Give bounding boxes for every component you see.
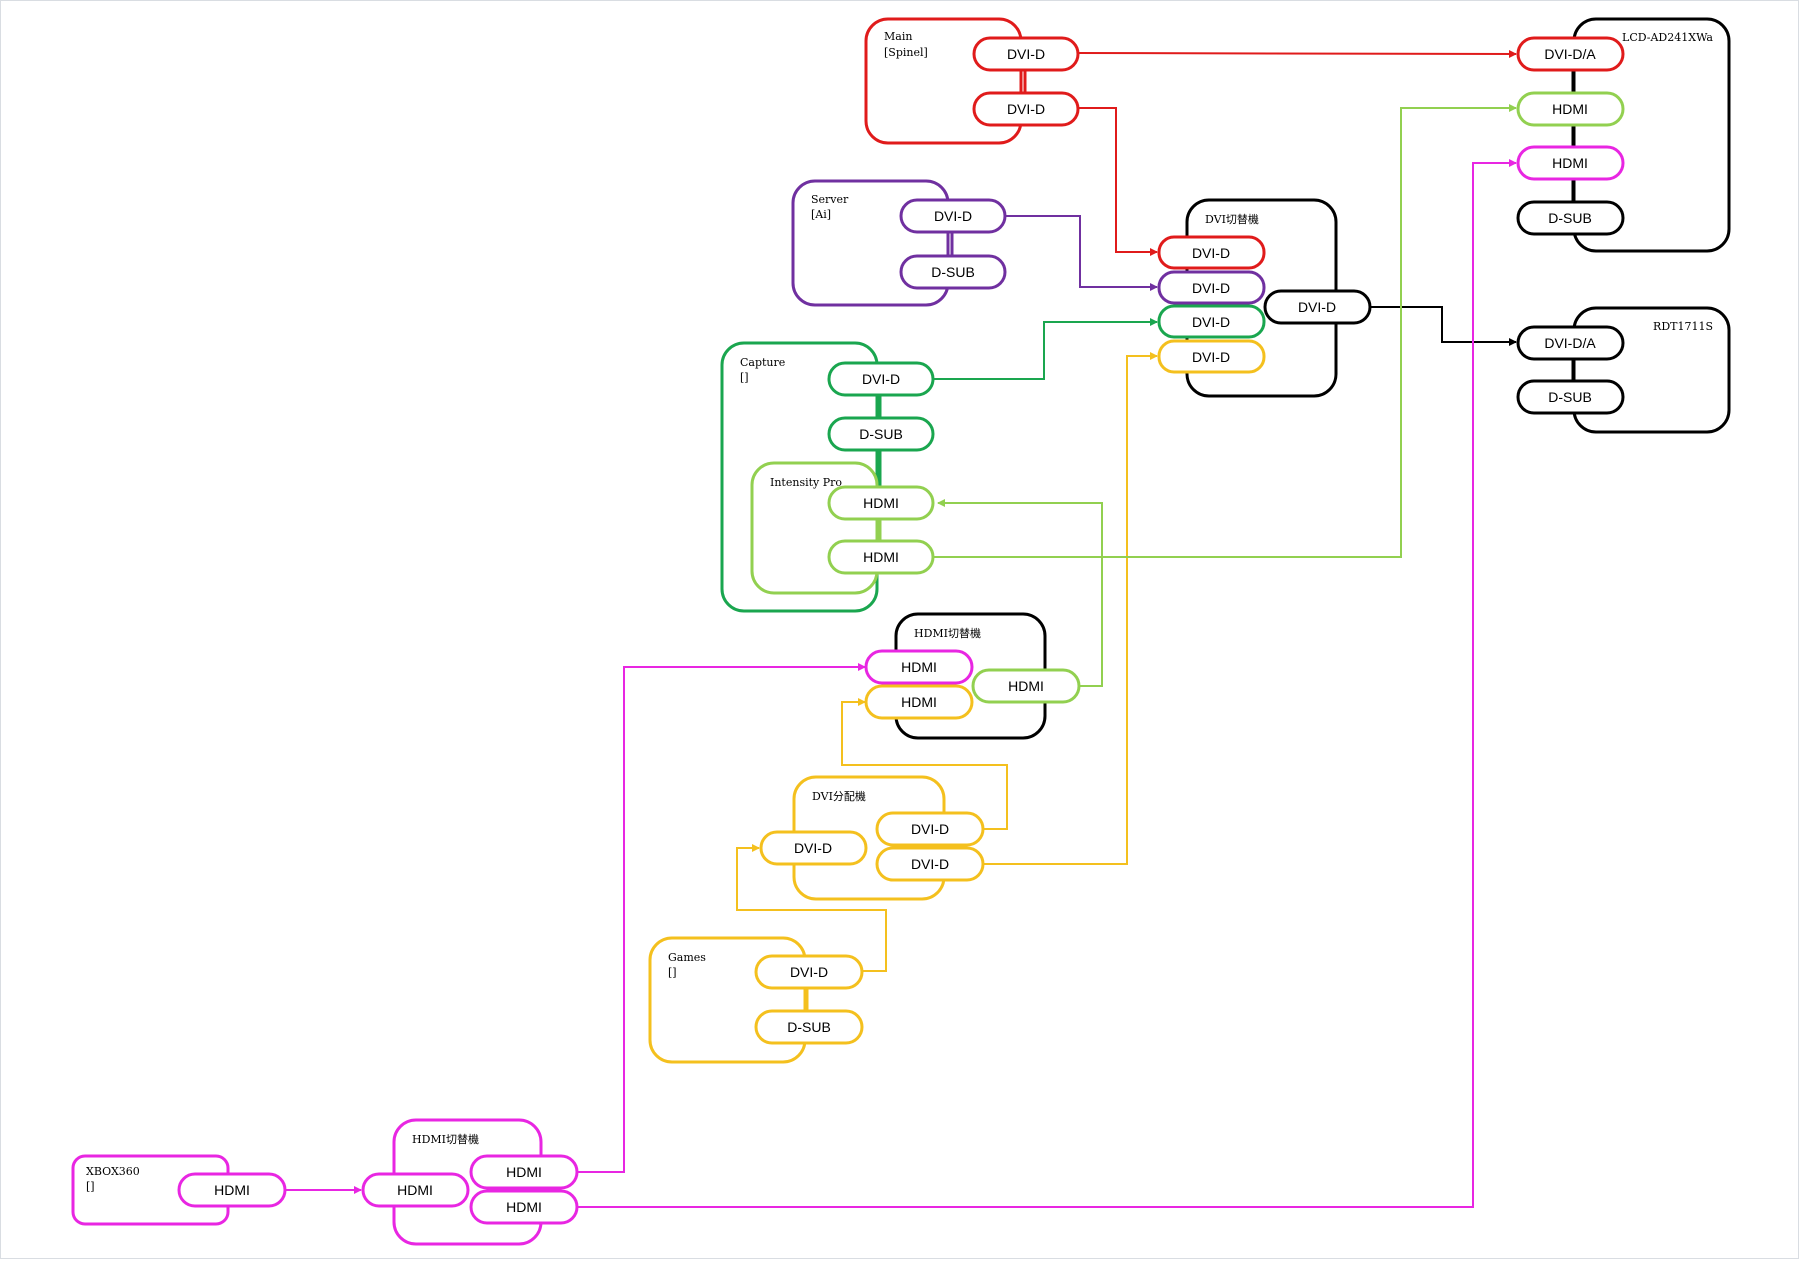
port-hdmi-switch-bottom-out-1[interactable] (469, 1154, 579, 1190)
port-dvi-switch-in-4[interactable] (1157, 339, 1266, 374)
port-lcd-dsub[interactable] (1516, 200, 1625, 236)
group-server (791, 179, 950, 307)
port-dvi-switch-out[interactable] (1263, 289, 1372, 325)
port-capture-dsub[interactable] (827, 416, 935, 452)
port-games-dvi[interactable] (754, 954, 864, 990)
wire-dvi-switch-to-rdt (1370, 306, 1517, 346)
port-label-splitter-out-1: DVI-D (911, 821, 949, 837)
port-label-hdmi-switch-bottom-out-2: HDMI (506, 1199, 542, 1215)
group-games (648, 936, 807, 1064)
port-splitter-out-1[interactable] (875, 811, 985, 847)
group-title-games: Games (668, 951, 706, 964)
port-label-games-dvi: DVI-D (790, 964, 828, 980)
port-main-dvi-2[interactable] (972, 91, 1080, 127)
port-label-dvi-switch-out: DVI-D (1298, 299, 1336, 315)
port-label-games-dsub: D-SUB (787, 1019, 831, 1035)
group-title-xbox: XBOX360 (86, 1165, 140, 1178)
port-label-xbox-hdmi: HDMI (214, 1182, 250, 1198)
port-hdmi-switch-bottom-out-2[interactable] (469, 1189, 579, 1225)
port-label-dvi-switch-in-4: DVI-D (1192, 349, 1230, 365)
port-lcd-hdmi-1[interactable] (1516, 91, 1625, 127)
port-rdt-dsub[interactable] (1516, 379, 1625, 415)
port-main-dvi-1[interactable] (972, 36, 1080, 72)
port-label-capture-dvi: DVI-D (862, 371, 900, 387)
group-title-hdmi-switch-bottom: HDMI切替機 (412, 1132, 479, 1146)
port-dvi-switch-in-2[interactable] (1157, 270, 1266, 305)
port-splitter-out-2[interactable] (875, 846, 985, 882)
port-dvi-switch-in-1[interactable] (1157, 235, 1266, 270)
port-label-hdmi-switch-top-in-2: HDMI (901, 694, 937, 710)
port-hdmi-switch-top-out[interactable] (971, 668, 1081, 704)
port-label-hdmi-switch-top-out: HDMI (1008, 678, 1044, 694)
wire-hdmi-switch-to-intensity (937, 499, 1103, 687)
port-label-lcd-hdmi-1: HDMI (1552, 101, 1588, 117)
port-xbox-hdmi[interactable] (177, 1172, 287, 1208)
group-title-lcd: LCD-AD241XWa (1622, 31, 1713, 44)
group-title-rdt: RDT1711S (1653, 320, 1713, 333)
port-server-dvi[interactable] (899, 198, 1007, 234)
group-subtitle-capture: [] (740, 371, 749, 384)
group-subtitle-main: [Spinel] (884, 46, 928, 59)
port-label-dvi-switch-in-1: DVI-D (1192, 245, 1230, 261)
group-title-hdmi-switch-top: HDMI切替機 (914, 626, 981, 640)
wire-server-to-dvi-switch (1005, 215, 1158, 291)
port-label-dvi-switch-in-3: DVI-D (1192, 314, 1230, 330)
group-title-dvi-splitter: DVI分配機 (812, 789, 866, 803)
port-label-main-dvi-2: DVI-D (1007, 101, 1045, 117)
port-label-intensity-hdmi-1: HDMI (863, 495, 899, 511)
port-intensity-hdmi-1[interactable] (827, 485, 935, 521)
port-label-hdmi-switch-top-in-1: HDMI (901, 659, 937, 675)
wire-hdmi-bottom-to-hdmi-top (578, 663, 866, 1173)
port-label-intensity-hdmi-2: HDMI (863, 549, 899, 565)
port-label-lcd-hdmi-2: HDMI (1552, 155, 1588, 171)
port-games-dsub[interactable] (754, 1009, 864, 1045)
wire-splitter-to-dvi-switch (983, 352, 1158, 865)
port-label-lcd-dvi: DVI-D/A (1544, 46, 1596, 62)
group-title-server: Server (811, 193, 849, 206)
port-hdmi-switch-top-in-1[interactable] (864, 649, 974, 685)
group-title-dvi-switch: DVI切替機 (1205, 212, 1259, 226)
port-lcd-hdmi-2[interactable] (1516, 145, 1625, 181)
port-label-splitter-out-2: DVI-D (911, 856, 949, 872)
group-main (864, 17, 1023, 145)
port-server-dsub[interactable] (899, 254, 1007, 290)
wire-intensity-to-lcd (934, 104, 1517, 558)
port-hdmi-switch-top-in-2[interactable] (864, 684, 974, 720)
port-label-rdt-dvi: DVI-D/A (1544, 335, 1596, 351)
group-subtitle-server: [Ai] (811, 208, 831, 221)
group-subtitle-xbox: [] (86, 1180, 95, 1193)
group-title-intensity-pro: Intensity Pro (770, 476, 842, 489)
port-label-dvi-switch-in-2: DVI-D (1192, 280, 1230, 296)
port-label-server-dvi: DVI-D (934, 208, 972, 224)
port-label-hdmi-switch-bottom-out-1: HDMI (506, 1164, 542, 1180)
wire-splitter-to-hdmi-switch (841, 698, 1008, 830)
port-label-rdt-dsub: D-SUB (1548, 389, 1592, 405)
group-intensity-pro (750, 461, 879, 595)
group-title-main: Main (884, 30, 912, 43)
port-label-hdmi-switch-bottom-in: HDMI (397, 1182, 433, 1198)
wire-capture-to-dvi-switch (934, 318, 1158, 380)
port-label-splitter-in: DVI-D (794, 840, 832, 856)
port-hdmi-switch-bottom-in[interactable] (361, 1172, 470, 1208)
port-intensity-hdmi-2[interactable] (827, 539, 935, 575)
port-label-main-dvi-1: DVI-D (1007, 46, 1045, 62)
port-lcd-dvi[interactable] (1516, 36, 1625, 72)
group-title-capture: Capture (740, 356, 785, 369)
wire-hdmi-bottom-to-lcd (578, 159, 1517, 1208)
port-label-server-dsub: D-SUB (931, 264, 975, 280)
group-subtitle-games: [] (668, 966, 677, 979)
wire-games-to-splitter (736, 844, 887, 972)
port-label-lcd-dsub: D-SUB (1548, 210, 1592, 226)
wire-main-to-lcd (1077, 49, 1517, 58)
port-rdt-dvi[interactable] (1516, 325, 1625, 361)
port-label-capture-dsub: D-SUB (859, 426, 903, 442)
port-capture-dvi[interactable] (827, 361, 935, 397)
wire-main-to-dvi-switch (1078, 107, 1158, 256)
port-dvi-switch-in-3[interactable] (1157, 304, 1266, 339)
port-splitter-in[interactable] (759, 830, 868, 866)
